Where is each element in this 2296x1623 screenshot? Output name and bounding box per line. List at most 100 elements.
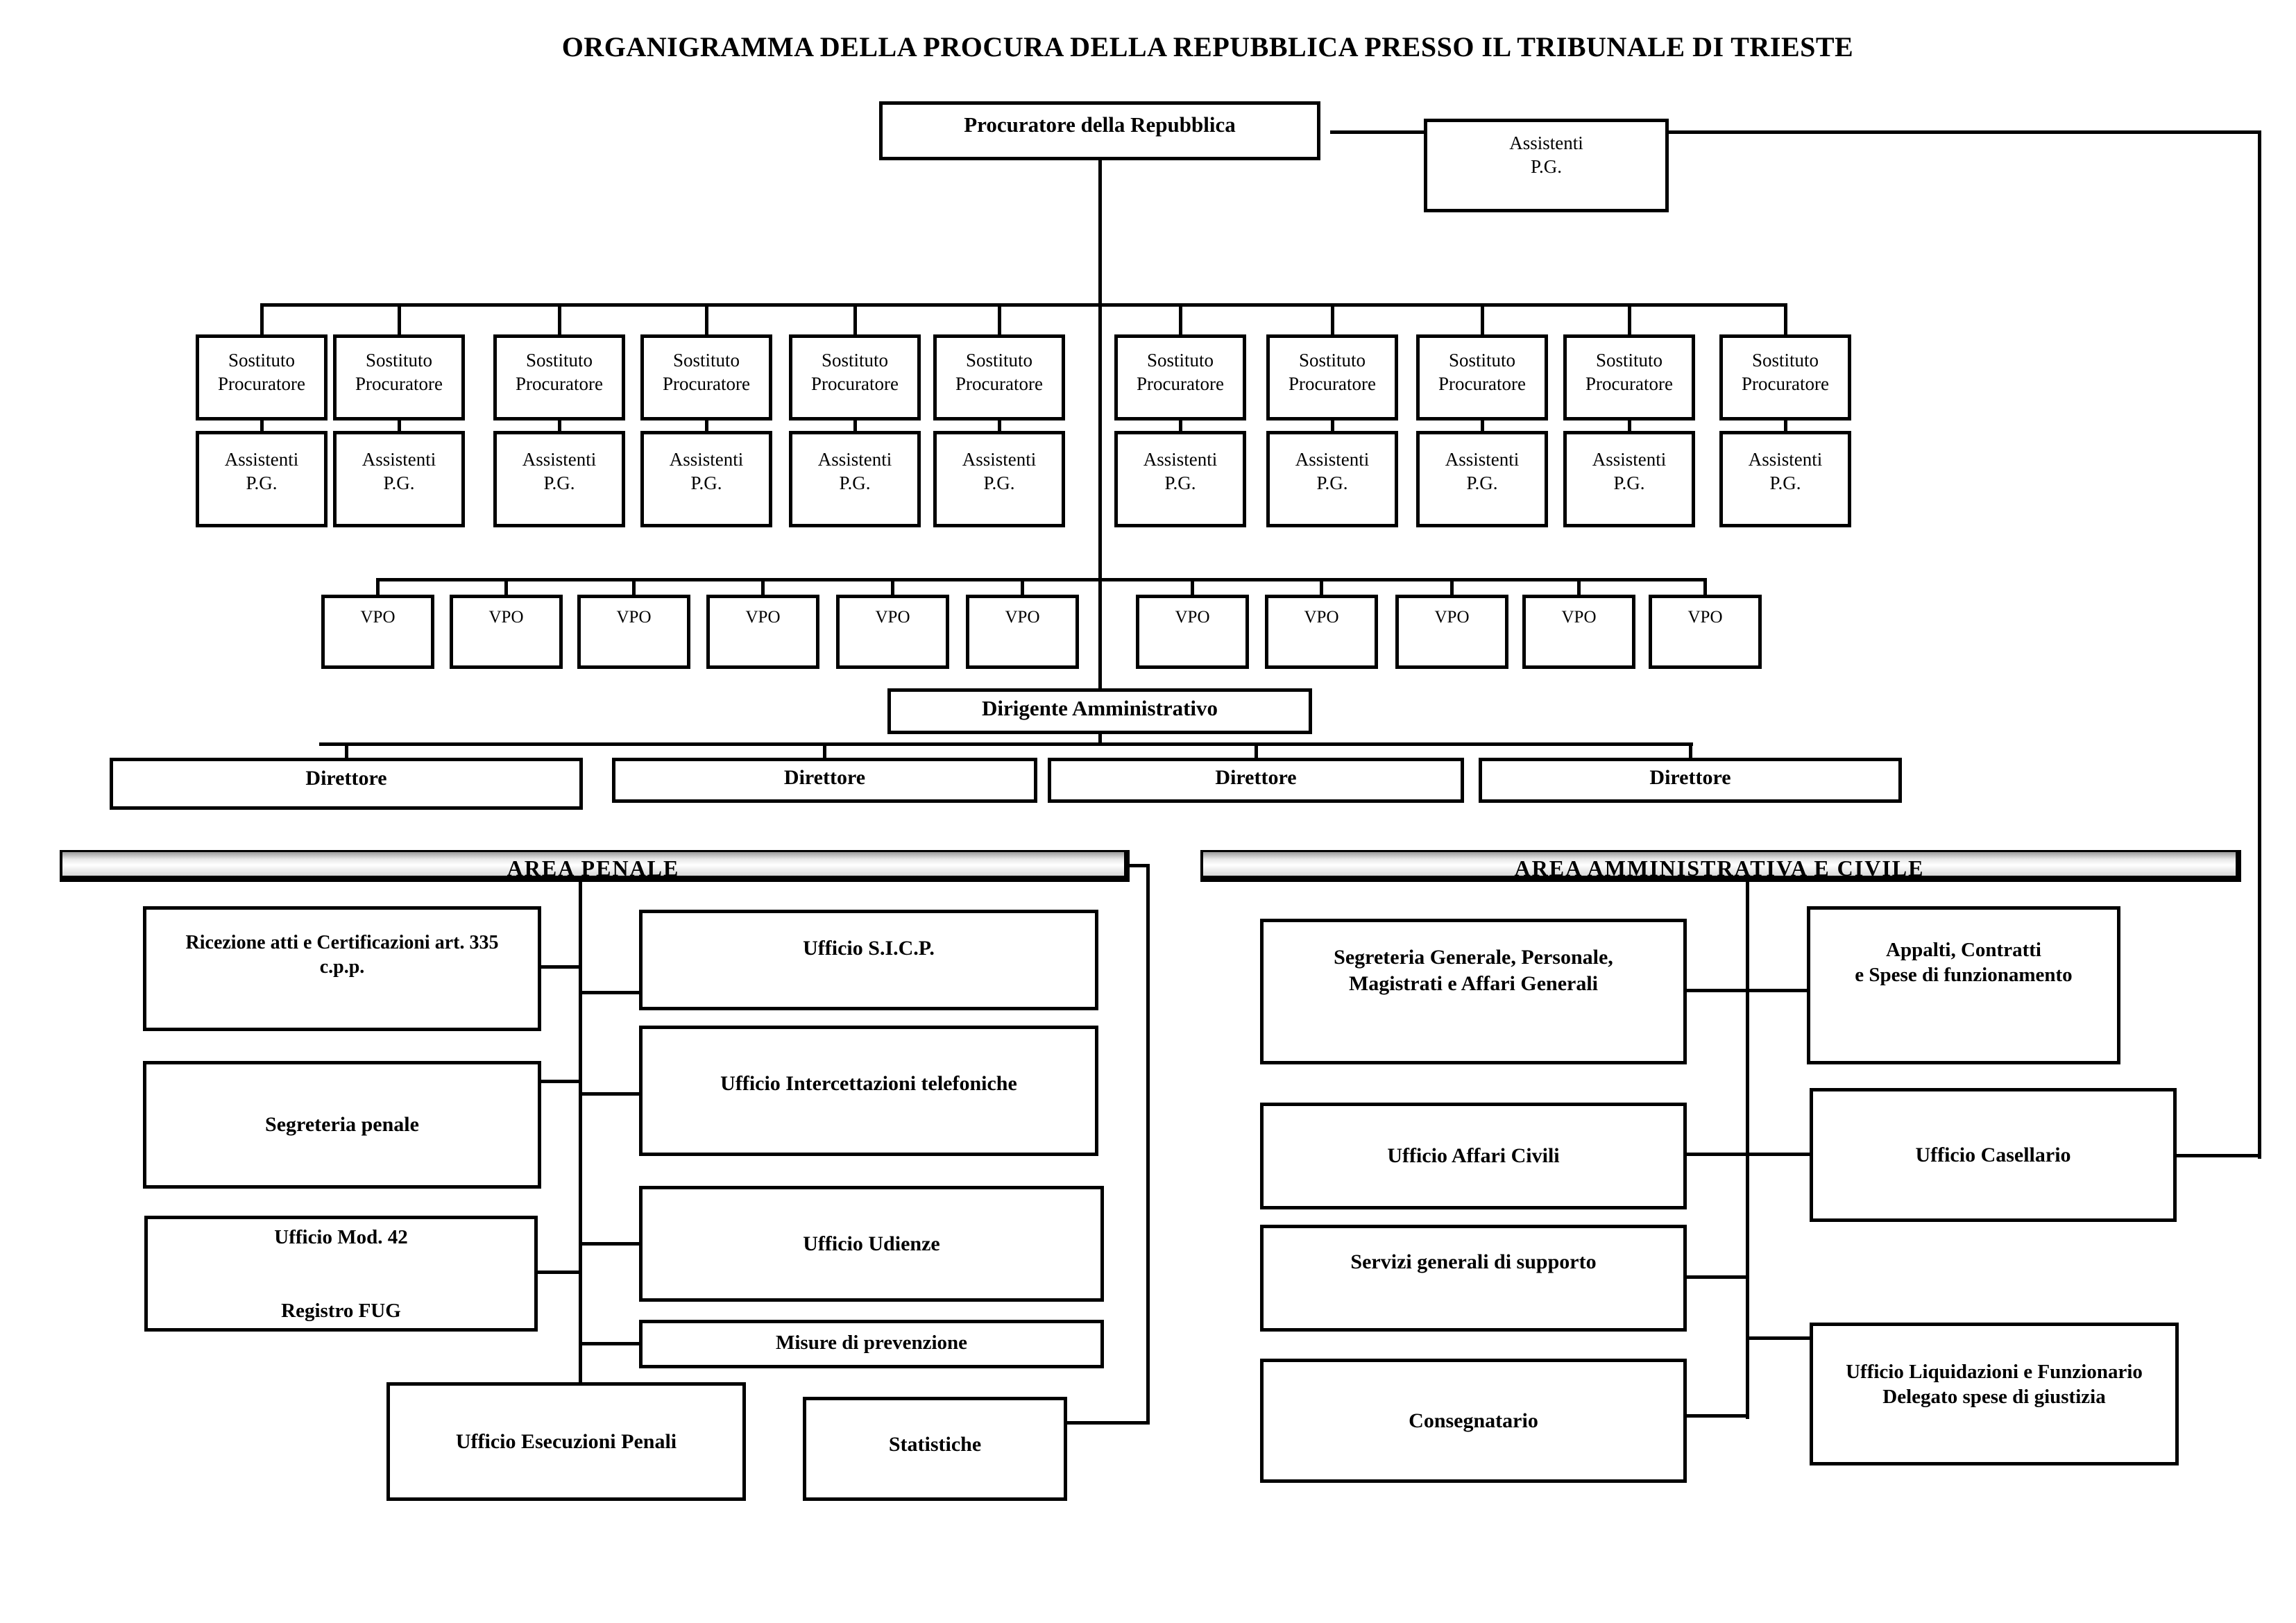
direttore-2: Direttore — [612, 758, 1037, 803]
assistenti-pg-10-label: Assistenti — [1592, 449, 1667, 470]
vpo-stub-8 — [1320, 578, 1323, 595]
sostituto-stub-6 — [998, 303, 1001, 334]
udienze-stub — [580, 1242, 639, 1246]
sostituto-assistente-link-3 — [558, 420, 561, 431]
assistenti-pg-4-label: P.G. — [690, 472, 722, 493]
vpo-3: VPO — [577, 595, 690, 669]
assistenti-pg-5-label: P.G. — [839, 472, 871, 493]
sostituto-stub-7 — [1179, 303, 1182, 334]
area-amministrativa-header: AREA AMMINISTRATIVA E CIVILE — [1200, 850, 2241, 882]
vpo-5-label: VPO — [875, 608, 910, 627]
segreteria-generale-label: Magistrati e Affari Generali — [1348, 971, 1599, 995]
procuratore-della-repubblica: Procuratore della Repubblica — [879, 101, 1320, 160]
sostituto-procuratore-5-label: Procuratore — [811, 373, 899, 394]
vpo-stub-11 — [1703, 578, 1707, 595]
area-bars-link — [1130, 864, 1150, 867]
assistenti-pg-6-label: P.G. — [983, 472, 1015, 493]
sostituto-procuratore-1-label: Procuratore — [218, 373, 305, 394]
dirigente-amministrativo-label: Dirigente Amministrativo — [981, 696, 1218, 720]
assistenti-pg-5-label: Assistenti — [817, 449, 892, 470]
dirigente-stub — [1098, 734, 1102, 745]
amministrativa-spine — [1746, 881, 1749, 1419]
vpo-6: VPO — [966, 595, 1079, 669]
assistenti-pg-7-label: Assistenti — [1143, 449, 1218, 470]
ufficio-affari-civili-label: Ufficio Affari Civili — [1387, 1144, 1560, 1168]
vpo-8-label: VPO — [1304, 608, 1339, 627]
sostituto-assistente-link-8 — [1331, 420, 1334, 431]
sostituto-procuratore-8-label: Sostituto — [1298, 350, 1366, 371]
assistenti-pg-1-label: P.G. — [246, 472, 278, 493]
sostituto-procuratore-9-label: Procuratore — [1438, 373, 1526, 394]
vpo-stub-2 — [504, 578, 508, 595]
penale-spine — [579, 881, 582, 1382]
assistenti-pg-1-label: Assistenti — [224, 449, 299, 470]
vpo-3-label: VPO — [616, 608, 652, 627]
vpo-stub-9 — [1450, 578, 1454, 595]
sostituto-stub-8 — [1331, 303, 1334, 334]
direttore-stub-4 — [1689, 742, 1692, 758]
segreteria-generale-label: Segreteria Generale, Personale, — [1334, 946, 1613, 969]
vpo-stub-4 — [761, 578, 765, 595]
sostituto-procuratore-11-label: Procuratore — [1742, 373, 1829, 394]
ufficio-intercettazioni: Ufficio Intercettazioni telefoniche — [639, 1026, 1098, 1156]
vpo-2-label: VPO — [488, 608, 524, 627]
direttore-4: Direttore — [1479, 758, 1902, 803]
assistenti-pg-8-label: Assistenti — [1295, 449, 1370, 470]
ricezione-stub — [541, 965, 581, 969]
vpo-stub-6 — [1021, 578, 1024, 595]
ufficio-sicp-label: Ufficio S.I.C.P. — [803, 937, 935, 960]
sostituto-procuratore-5-label: Sostituto — [821, 350, 889, 371]
segreteria-penale-label: Segreteria penale — [265, 1113, 419, 1137]
sostituto-procuratore-11-label: Sostituto — [1751, 350, 1819, 371]
vpo-5: VPO — [836, 595, 949, 669]
misure-di-prevenzione-label: Misure di prevenzione — [775, 1332, 968, 1354]
sostituto-stub-10 — [1628, 303, 1631, 334]
vpo-10: VPO — [1522, 595, 1635, 669]
assistenti-pg-8-label: P.G. — [1316, 472, 1348, 493]
ufficio-intercettazioni-label: Ufficio Intercettazioni telefoniche — [720, 1072, 1017, 1095]
assistenti-pg-2-label: P.G. — [383, 472, 415, 493]
sostituto-stub-1 — [260, 303, 264, 334]
assistenti-pg-9-label: P.G. — [1466, 472, 1498, 493]
mid-vertical — [1146, 864, 1150, 1425]
direttore-4-label: Direttore — [1649, 766, 1731, 789]
vpo-bus — [377, 578, 1706, 581]
vpo-1-label: VPO — [360, 608, 396, 627]
ufficio-liquidazioni-label: Delegato spese di giustizia — [1882, 1386, 2106, 1409]
mod42-stub — [538, 1271, 581, 1274]
sostituto-assistente-link-2 — [398, 420, 401, 431]
trunk-line — [1098, 160, 1102, 688]
sostituto-procuratore-8-label: Procuratore — [1289, 373, 1376, 394]
ricezione-atti-label: Ricezione atti e Certificazioni art. 335 — [185, 932, 499, 953]
sostituto-assistente-link-11 — [1784, 420, 1787, 431]
dirigente-amministrativo: Dirigente Amministrativo — [887, 688, 1312, 734]
sostituto-procuratore-6-label: Procuratore — [955, 373, 1043, 394]
assistenti-pg-9-label: Assistenti — [1445, 449, 1520, 470]
seggenerale-appalti-link — [1687, 989, 1807, 992]
ricezione-atti: Ricezione atti e Certificazioni art. 335… — [143, 906, 541, 1031]
direttore-3: Direttore — [1048, 758, 1464, 803]
ufficio-udienze: Ufficio Udienze — [639, 1186, 1104, 1302]
ufficio-esecuzioni-penali: Ufficio Esecuzioni Penali — [386, 1382, 746, 1501]
vpo-11-label: VPO — [1687, 608, 1723, 627]
area-amministrativa-header-label: AREA AMMINISTRATIVA E CIVILE — [1514, 855, 1925, 881]
consegnatario-label: Consegnatario — [1409, 1409, 1538, 1432]
casellario-right-stub — [2177, 1154, 2261, 1157]
vpo-7: VPO — [1136, 595, 1249, 669]
assistenti-pg-2-label: Assistenti — [362, 449, 436, 470]
direttore-stub-1 — [345, 742, 348, 758]
assistenti-pg-11-label: Assistenti — [1748, 449, 1823, 470]
area-penale-header-label: AREA PENALE — [507, 855, 680, 881]
